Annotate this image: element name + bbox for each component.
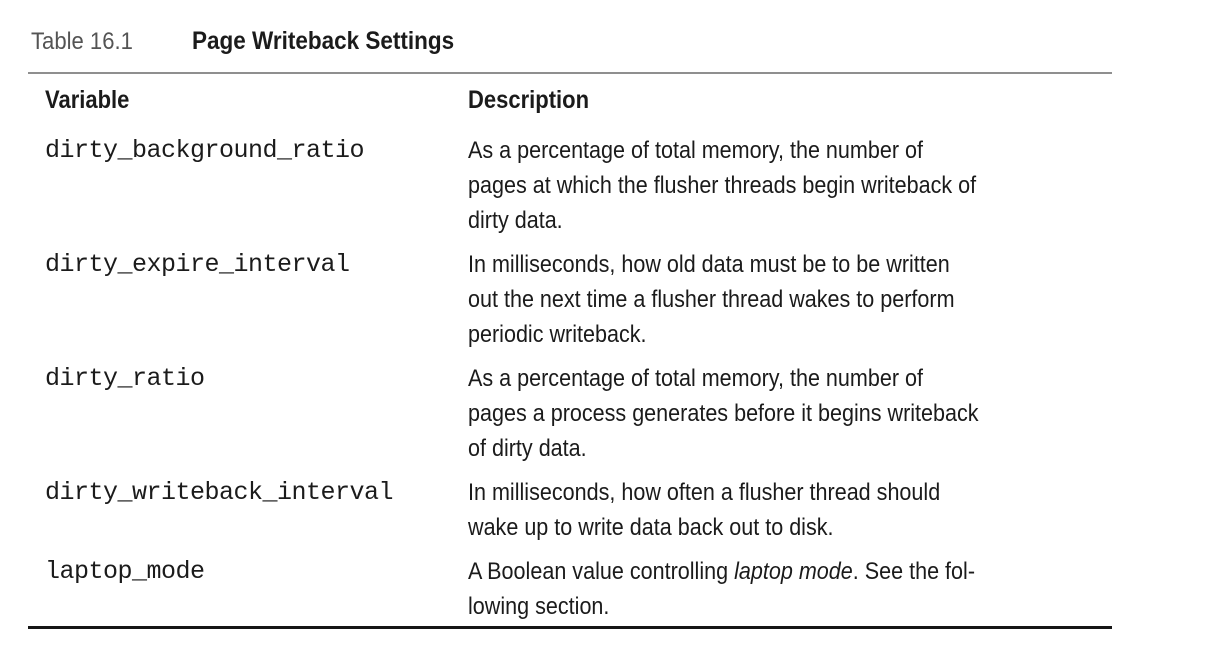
description-line: wake up to write data back out to disk. <box>468 514 834 541</box>
table-bottom-rule <box>28 626 1112 629</box>
description-line: periodic writeback. <box>468 321 647 348</box>
table-caption: Table 16.1 Page Writeback Settings <box>31 26 1140 60</box>
variable-cell: dirty_writeback_interval <box>45 478 394 507</box>
table-row: dirty_expire_interval In milliseconds, h… <box>28 247 1140 352</box>
table-row: dirty_writeback_interval In milliseconds… <box>28 475 1140 545</box>
table-figure: Table 16.1 Page Writeback Settings Variab… <box>0 26 1140 629</box>
column-header-description: Description <box>468 86 590 114</box>
description-cell: As a percentage of total memory, the num… <box>468 361 1140 466</box>
table-row: dirty_background_ratio As a percentage o… <box>28 133 1140 238</box>
description-line: In milliseconds, how old data must be to… <box>468 251 950 278</box>
variable-cell: dirty_expire_interval <box>45 250 350 279</box>
variable-cell: laptop_mode <box>45 557 205 586</box>
description-line: dirty data. <box>468 207 563 234</box>
description-line: of dirty data. <box>468 435 587 462</box>
description-cell: In milliseconds, how often a flusher thr… <box>468 475 1140 545</box>
table-body: dirty_background_ratio As a percentage o… <box>28 133 1140 624</box>
column-header-variable: Variable <box>45 86 130 114</box>
description-cell: In milliseconds, how old data must be to… <box>468 247 1140 352</box>
variable-cell: dirty_ratio <box>45 364 205 393</box>
table-top-rule <box>28 72 1112 74</box>
table-number-label: Table 16.1 <box>31 28 133 55</box>
variable-cell: dirty_background_ratio <box>45 136 365 165</box>
description-line: pages at which the flusher threads begin… <box>468 172 977 199</box>
header-cell-description-wrap: Description <box>468 83 606 121</box>
description-cell: A Boolean value controlling laptop mode.… <box>468 554 1140 624</box>
description-line: In milliseconds, how often a flusher thr… <box>468 479 941 506</box>
description-line: lowing section. <box>468 593 610 620</box>
table-row: laptop_mode A Boolean value controlling … <box>28 554 1140 624</box>
description-line: out the next time a flusher thread wakes… <box>468 286 955 313</box>
description-line: As a percentage of total memory, the num… <box>468 137 924 164</box>
table-row: dirty_ratio As a percentage of total mem… <box>28 361 1140 466</box>
table-header-row: Variable Description <box>28 83 1140 121</box>
description-line: pages a process generates before it begi… <box>468 400 979 427</box>
description-line: A Boolean value controlling laptop mode.… <box>468 558 976 585</box>
table-title: Page Writeback Settings <box>191 27 454 55</box>
description-cell: As a percentage of total memory, the num… <box>468 133 1140 238</box>
header-cell-variable-wrap: Variable <box>45 83 468 121</box>
description-line: As a percentage of total memory, the num… <box>468 365 924 392</box>
